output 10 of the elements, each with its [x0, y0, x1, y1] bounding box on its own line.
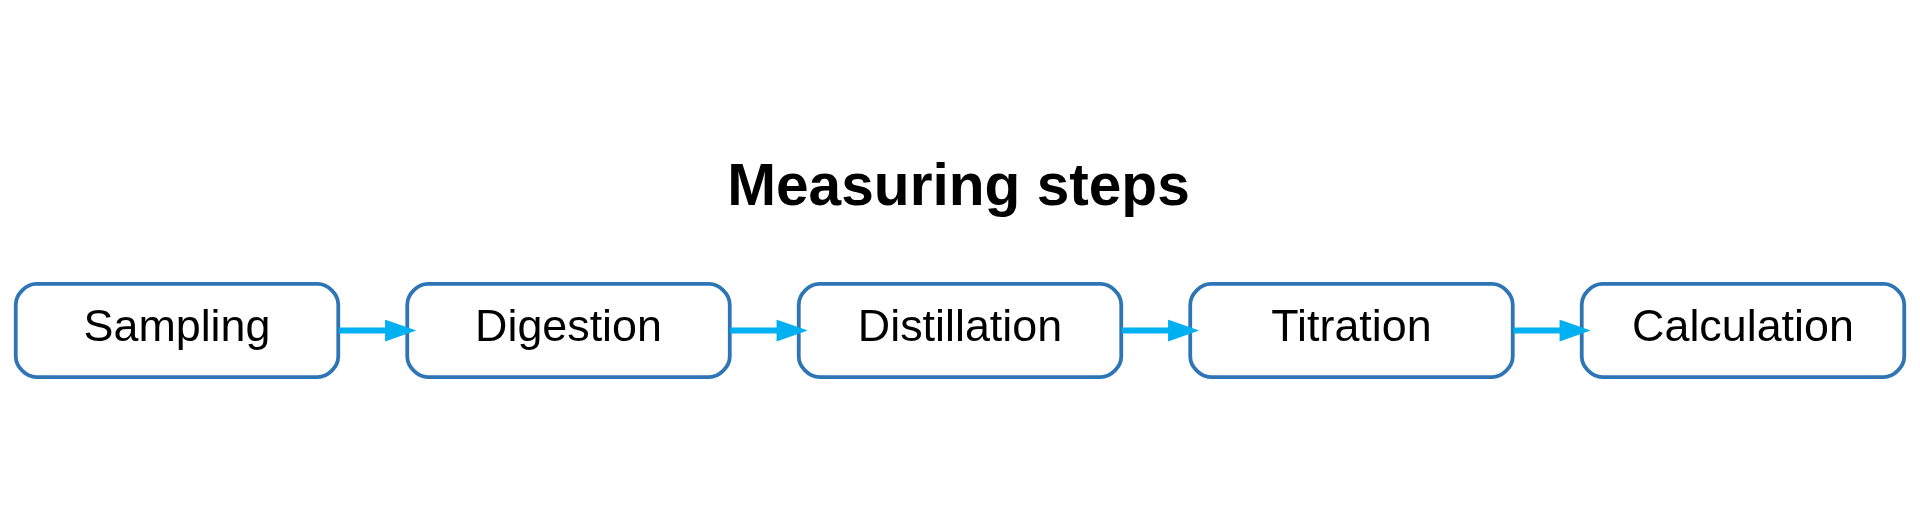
diagram-title: Measuring steps	[727, 151, 1190, 217]
node-box: Distillation	[796, 282, 1124, 379]
node-box: Titration	[1188, 282, 1515, 379]
node-box: Calculation	[1579, 282, 1907, 379]
node-box: Digestion	[405, 282, 732, 379]
node-box: Sampling	[13, 282, 341, 379]
arrow	[338, 319, 417, 342]
arrow	[730, 319, 808, 342]
arrow	[1513, 319, 1591, 342]
arrow	[1121, 319, 1200, 342]
